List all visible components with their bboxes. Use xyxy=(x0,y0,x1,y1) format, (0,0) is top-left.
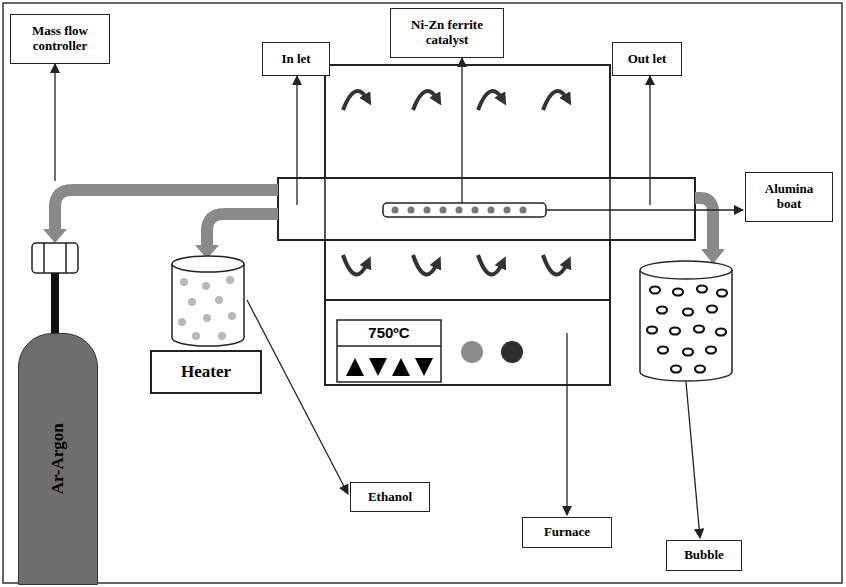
indicator-light xyxy=(501,341,523,363)
gas-pipe xyxy=(55,190,713,250)
ethanol-beaker xyxy=(172,264,244,346)
node-text: Alumina boat xyxy=(751,182,827,212)
panel-line xyxy=(325,299,610,301)
leader-arrow xyxy=(55,58,743,538)
node-text: Mass flow controller xyxy=(16,24,104,54)
node-text: In let xyxy=(281,52,310,67)
mfc-device xyxy=(32,243,78,273)
quartz-tube xyxy=(278,178,695,240)
ethanol-dots xyxy=(178,276,236,340)
callout-box: In let xyxy=(262,42,330,76)
catalyst-dots xyxy=(392,207,527,214)
alumina-boat xyxy=(383,203,546,217)
display-buttons xyxy=(346,358,433,376)
gas-line xyxy=(51,273,59,333)
node-text: Ar-Argon xyxy=(48,423,68,494)
indicator-light xyxy=(461,341,483,363)
node-text: Ethanol xyxy=(368,490,412,505)
callout-box: Ni-Zn ferrite catalyst xyxy=(390,8,504,58)
bubbles xyxy=(647,286,727,373)
temperature-display: 750ºC xyxy=(337,320,441,382)
node-text: Furnace xyxy=(544,525,590,540)
heater-plate: Heater xyxy=(150,350,262,394)
callout-box: Alumina boat xyxy=(745,172,833,222)
tube-wall xyxy=(609,178,611,240)
callout-box: Ethanol xyxy=(350,482,430,512)
display-line xyxy=(337,345,441,347)
tube-wall xyxy=(324,178,326,240)
callout-box: Mass flow controller xyxy=(10,14,110,64)
node-text: Heater xyxy=(181,362,231,382)
frame xyxy=(3,3,842,583)
temperature-display xyxy=(337,320,441,382)
bubbler-beaker xyxy=(640,270,732,381)
node-text: 750ºC xyxy=(368,324,409,341)
node-text: Ni-Zn ferrite catalyst xyxy=(396,18,498,48)
node-text: Out let xyxy=(628,52,667,67)
callout-box: Bubble xyxy=(666,540,742,571)
callout-box: Out let xyxy=(612,42,682,76)
gas-cylinder: Ar-Argon xyxy=(18,333,98,585)
callout-box: Furnace xyxy=(522,517,612,548)
node-text: Bubble xyxy=(684,548,724,563)
pipe-arrowhead xyxy=(43,229,725,264)
